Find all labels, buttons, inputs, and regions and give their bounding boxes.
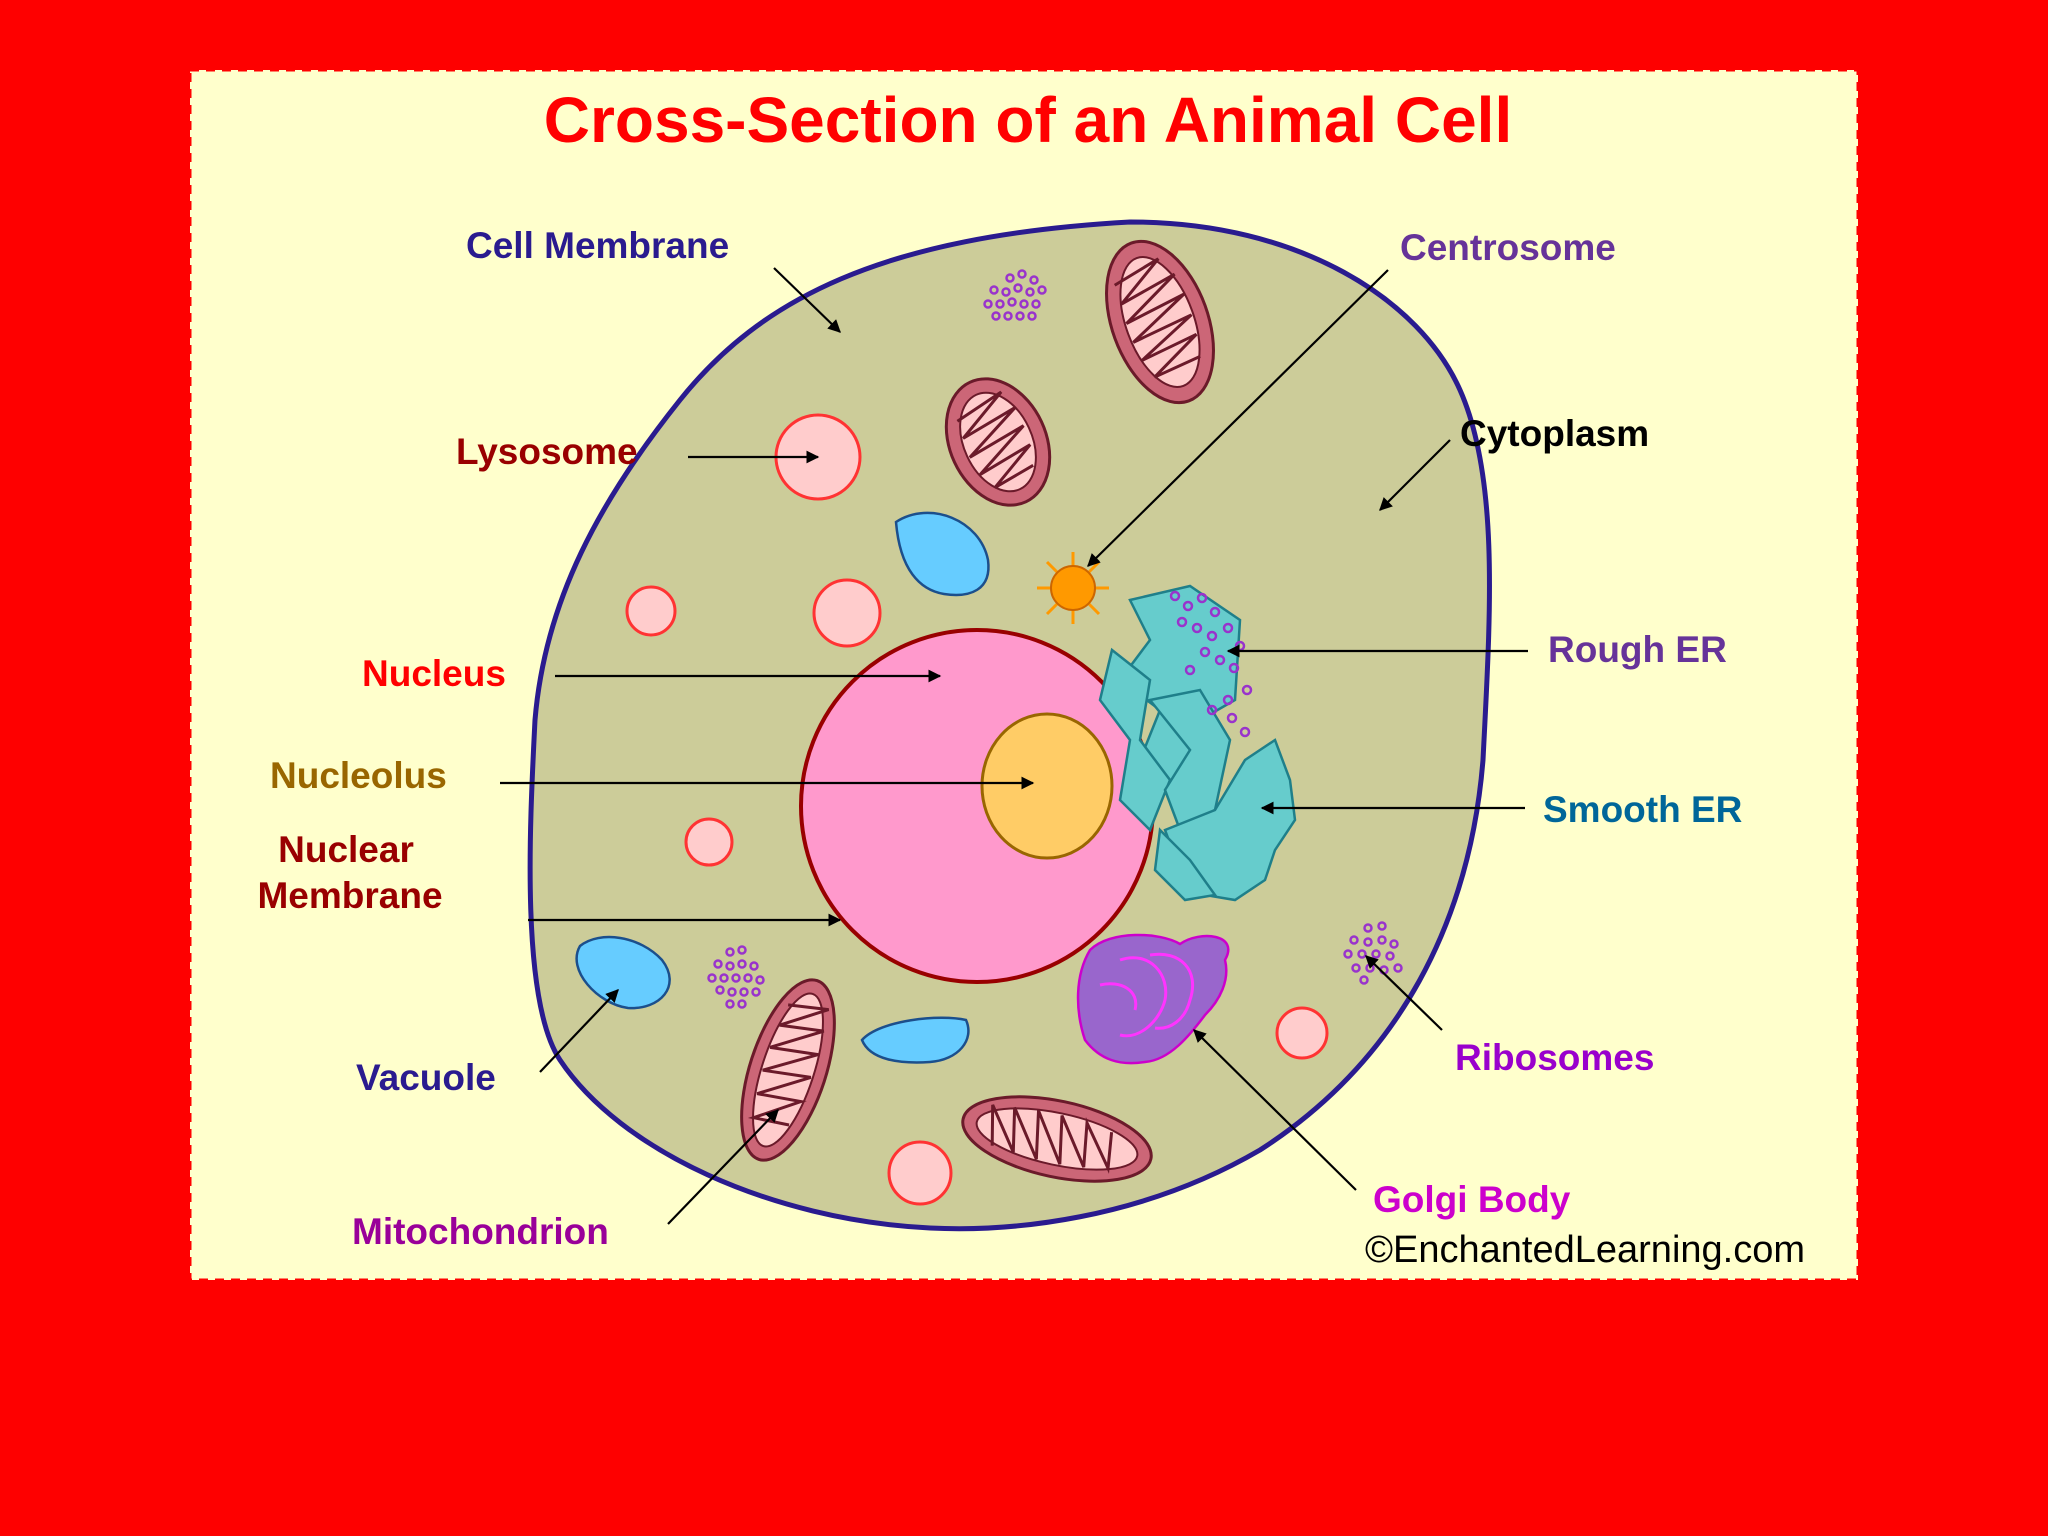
label-smooth-er: Smooth ER <box>1543 789 1742 830</box>
leader-vacuole <box>539 989 619 1073</box>
mitochondria <box>740 239 1215 1183</box>
ribosome-clusters <box>707 269 1403 1009</box>
leader-ribosomes <box>1365 955 1443 1031</box>
label-nucleolus: Nucleolus <box>270 755 447 796</box>
label-cytoplasm: Cytoplasm <box>1460 413 1649 454</box>
lysosome <box>1275 1006 1329 1060</box>
mitochondrion <box>944 377 1052 507</box>
ribosome-cluster <box>983 269 1047 321</box>
label-lysosome: Lysosome <box>456 431 638 472</box>
mitochondrion <box>740 978 836 1162</box>
nucleolus <box>980 712 1114 860</box>
label-ribosomes: Ribosomes <box>1455 1037 1654 1078</box>
leader-lines <box>500 267 1528 1225</box>
leader-cytoplasm <box>1379 439 1451 511</box>
label-cell-membrane: Cell Membrane <box>466 225 729 266</box>
lysosome <box>625 585 677 637</box>
vacuole <box>575 935 671 1010</box>
label-mitochondrion: Mitochondrion <box>352 1211 609 1252</box>
leader-golgi-body <box>1193 1029 1357 1191</box>
label-nuclear-membrane-line2: Membrane <box>257 875 442 916</box>
endoplasmic-reticulum <box>1098 584 1297 902</box>
mitochondrion <box>1105 239 1215 405</box>
rough-er <box>1098 647 1172 833</box>
leader-cell-membrane <box>773 267 841 333</box>
lysosome <box>812 578 882 648</box>
golgi-body <box>1076 933 1230 1065</box>
leader-mitochondrion <box>667 1109 779 1225</box>
label-rough-er: Rough ER <box>1548 629 1727 670</box>
diagram-title: Cross-Section of an Animal Cell <box>544 84 1512 156</box>
label-centrosome: Centrosome <box>1400 227 1616 268</box>
credit-text: ©EnchantedLearning.com <box>1365 1229 1805 1271</box>
label-vacuole: Vacuole <box>356 1057 496 1098</box>
lysosome <box>684 817 734 867</box>
mitochondrion <box>961 1095 1153 1183</box>
labels: Cell Membrane Centrosome Lysosome Cytopl… <box>257 225 1742 1252</box>
smooth-er <box>1153 827 1218 902</box>
label-golgi-body: Golgi Body <box>1373 1179 1571 1220</box>
label-nucleus: Nucleus <box>362 653 506 694</box>
ribosome-cluster <box>707 945 765 1009</box>
lysosome <box>887 1140 953 1206</box>
vacuole <box>860 1016 970 1064</box>
vacuoles <box>575 511 990 1064</box>
label-nuclear-membrane-line1: Nuclear <box>278 829 414 870</box>
centrosome <box>1037 552 1109 624</box>
vacuole <box>894 511 990 597</box>
leader-centrosome <box>1087 269 1389 567</box>
